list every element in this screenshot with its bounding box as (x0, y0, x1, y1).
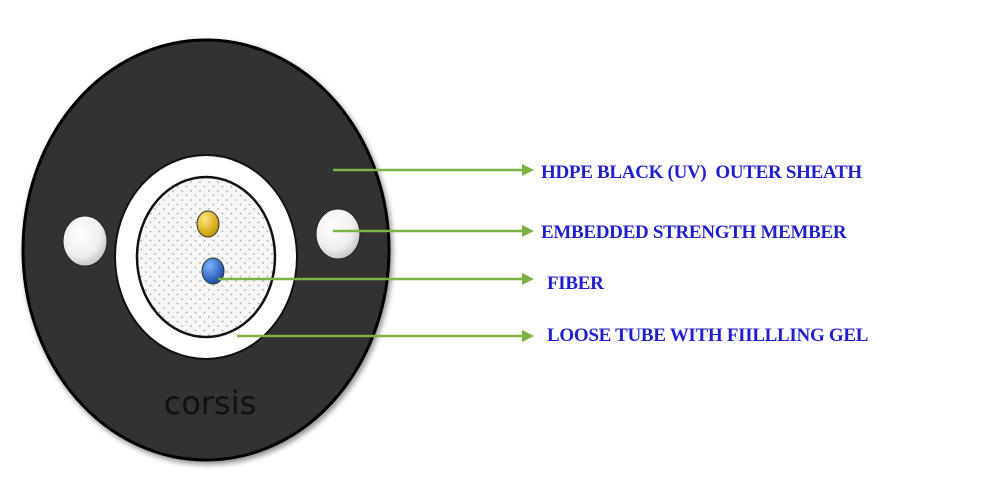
arrow-loose-tube (237, 330, 534, 342)
label-loose-tube: LOOSE TUBE WITH FIILLLING GEL (547, 325, 868, 346)
strength-member-left (62, 215, 108, 267)
arrow-outer-sheath (333, 164, 534, 176)
fiber-blue (201, 257, 225, 285)
brand-text: corsis (164, 384, 257, 422)
label-outer-sheath: HDPE BLACK (UV) OUTER SHEATH (541, 162, 862, 183)
fiber-yellow (196, 210, 220, 238)
label-strength-member: EMBEDDED STRENGTH MEMBER (541, 222, 847, 243)
arrow-strength-member (333, 225, 534, 237)
arrow-fiber (218, 273, 534, 285)
label-fiber: FIBER (547, 273, 604, 294)
filling-gel (135, 175, 277, 339)
strength-member-right (315, 208, 361, 260)
